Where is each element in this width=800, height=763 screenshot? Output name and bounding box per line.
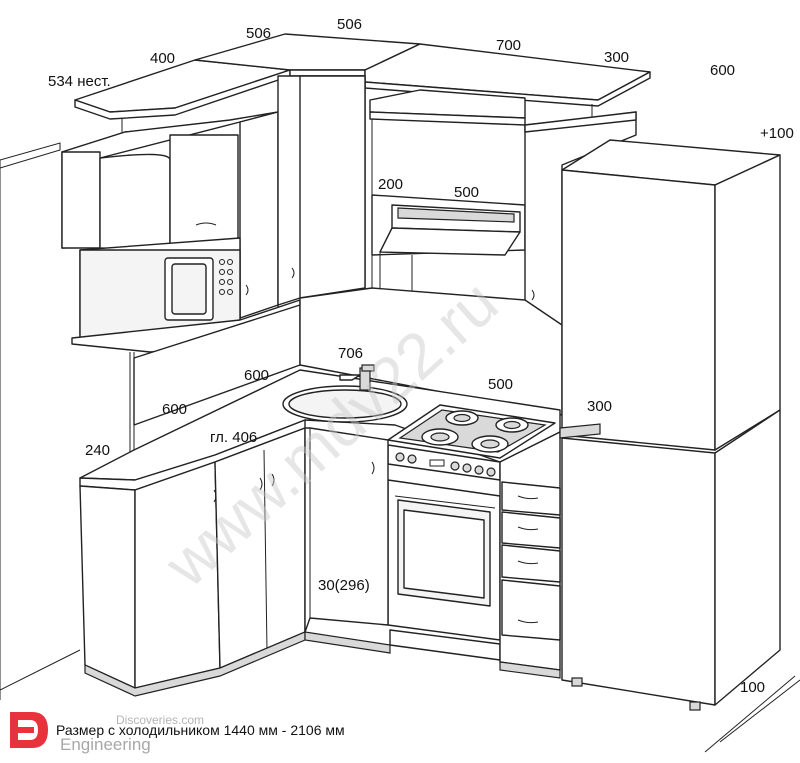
dim-300-fridge: 300 (587, 398, 612, 415)
refrigerator (559, 139, 781, 711)
caption: Размер с холодильником 1440 мм - 2106 мм (56, 722, 345, 738)
gas-stove (387, 404, 556, 661)
stove-knobs (395, 452, 496, 477)
dim-400: 400 (150, 50, 175, 67)
upper-cabinet-corner (277, 75, 366, 306)
range-hood (371, 119, 521, 296)
dim-corner-406: гл. 406 (210, 429, 257, 446)
dim-700: 700 (496, 37, 521, 54)
dim-500-hood: 500 (454, 184, 479, 201)
dim-500-stove: 500 (488, 376, 513, 393)
brand-bottom-text: Engineering (60, 735, 151, 754)
dim-506-left: 506 (246, 25, 271, 42)
dim-600-left: 600 (162, 401, 187, 418)
microwave-controls (219, 259, 233, 295)
dim-100-floor: 100 (740, 679, 765, 696)
upper-cabinet-left (61, 111, 279, 333)
microwave (79, 237, 241, 341)
dim-240: 240 (85, 442, 110, 459)
dim-plus-100: +100 (760, 125, 794, 142)
lower-cabinet-corner (79, 427, 306, 697)
sink-faucet (339, 364, 375, 391)
wall-lines (0, 142, 800, 753)
stove-burners (421, 410, 529, 453)
dim-300-top: 300 (604, 49, 629, 66)
dim-506-right: 506 (337, 16, 362, 33)
lower-cabinet-sink (304, 427, 391, 654)
dim-200: 200 (378, 176, 403, 193)
dim-30-296: 30(296) (318, 577, 370, 594)
countertop (79, 364, 561, 491)
dim-534: 534 нест. (48, 73, 111, 90)
brand-logo: Discoveries.com Engineering (10, 712, 204, 754)
lower-cabinet-drawers (499, 431, 561, 679)
brand-top-text: Discoveries.com (116, 713, 204, 727)
dim-600-back: 600 (244, 367, 269, 384)
dim-600-top: 600 (710, 62, 735, 79)
top-shelf-corner (194, 33, 421, 77)
dimension-labels: 534 нест. 400 506 506 700 300 600 +100 2… (48, 16, 794, 696)
dim-706: 706 (338, 345, 363, 362)
